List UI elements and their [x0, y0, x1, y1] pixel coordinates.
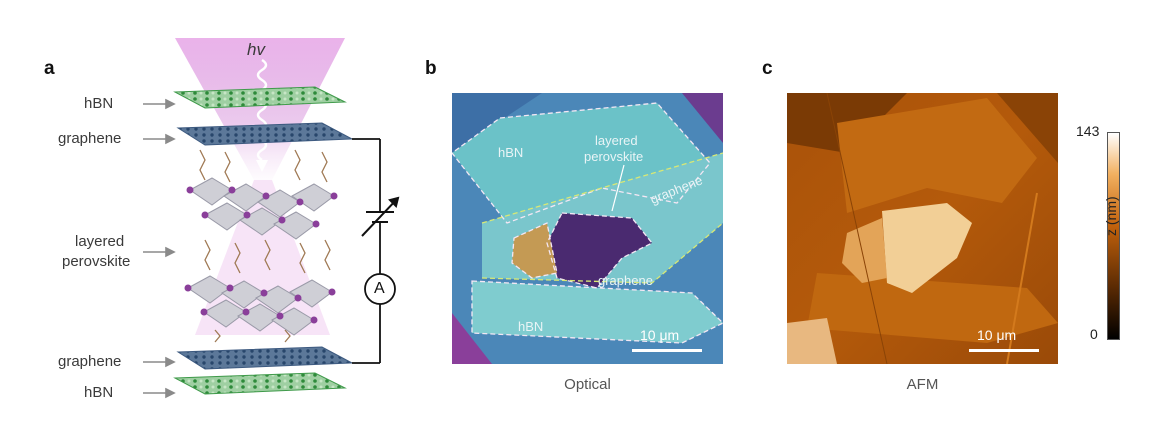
- label-perovskite-line1: layered: [75, 233, 125, 250]
- panel-c-letter: c: [762, 58, 773, 79]
- graphene-bottom-layer: [176, 346, 354, 370]
- optical-caption: Optical: [564, 376, 611, 393]
- label-graphene-top: graphene: [58, 130, 122, 147]
- optical-hbn-bottom-flake: [472, 281, 723, 343]
- hv-label: hv: [247, 40, 265, 59]
- ammeter-label: A: [374, 280, 385, 297]
- perovskite-pointer: [611, 164, 625, 212]
- variable-voltage-source-icon: [361, 196, 400, 237]
- colorbar-label: z (nm): [1103, 196, 1119, 236]
- organic-spacer-chains: [199, 149, 331, 343]
- photon-arrow-icon: [256, 160, 268, 172]
- optical-scalebar: [632, 349, 702, 352]
- label-graphene-bottom: graphene: [58, 353, 122, 370]
- optical-label-hbn-bottom: hBN: [518, 319, 544, 334]
- optical-label-perovskite-line1: layered: [595, 133, 638, 148]
- panel-a-letter: a: [44, 58, 55, 79]
- label-arrows: [143, 98, 176, 399]
- label-hbn-top: hBN: [84, 95, 114, 112]
- label-hbn-bottom: hBN: [84, 384, 114, 401]
- label-perovskite-line2: perovskite: [62, 253, 131, 270]
- afm-perovskite-flake: [882, 203, 972, 293]
- afm-scalebar: [969, 349, 1039, 352]
- perovskite-stack: [184, 149, 338, 343]
- afm-image: 10 μm: [787, 93, 1058, 364]
- light-beam-upper: [175, 38, 345, 180]
- hbn-top-layer: [173, 86, 347, 109]
- optical-label-perovskite-line2: perovskite: [584, 149, 644, 164]
- afm-scalebar-label: 10 μm: [977, 327, 1017, 343]
- circuit-wires: [352, 138, 381, 364]
- optical-label-graphene-lower: graphene: [598, 273, 653, 288]
- afm-colorbar: [1107, 132, 1120, 340]
- colorbar-max: 143: [1076, 123, 1100, 139]
- optical-label-hbn-top: hBN: [498, 145, 524, 160]
- panel-b-letter: b: [425, 58, 437, 79]
- hbn-bottom-layer: [173, 372, 347, 395]
- afm-caption: AFM: [906, 376, 939, 393]
- optical-micrograph: hBN layered perovskite graphene graphene…: [452, 93, 723, 364]
- graphene-top-layer: [176, 122, 354, 146]
- afm-hbn-flake: [837, 98, 1037, 213]
- perovskite-metal-atoms: [184, 186, 338, 324]
- optical-perovskite-flake: [547, 213, 652, 288]
- ammeter-icon: [364, 273, 396, 305]
- colorbar-min: 0: [1090, 326, 1098, 342]
- optical-scalebar-label: 10 μm: [640, 327, 680, 343]
